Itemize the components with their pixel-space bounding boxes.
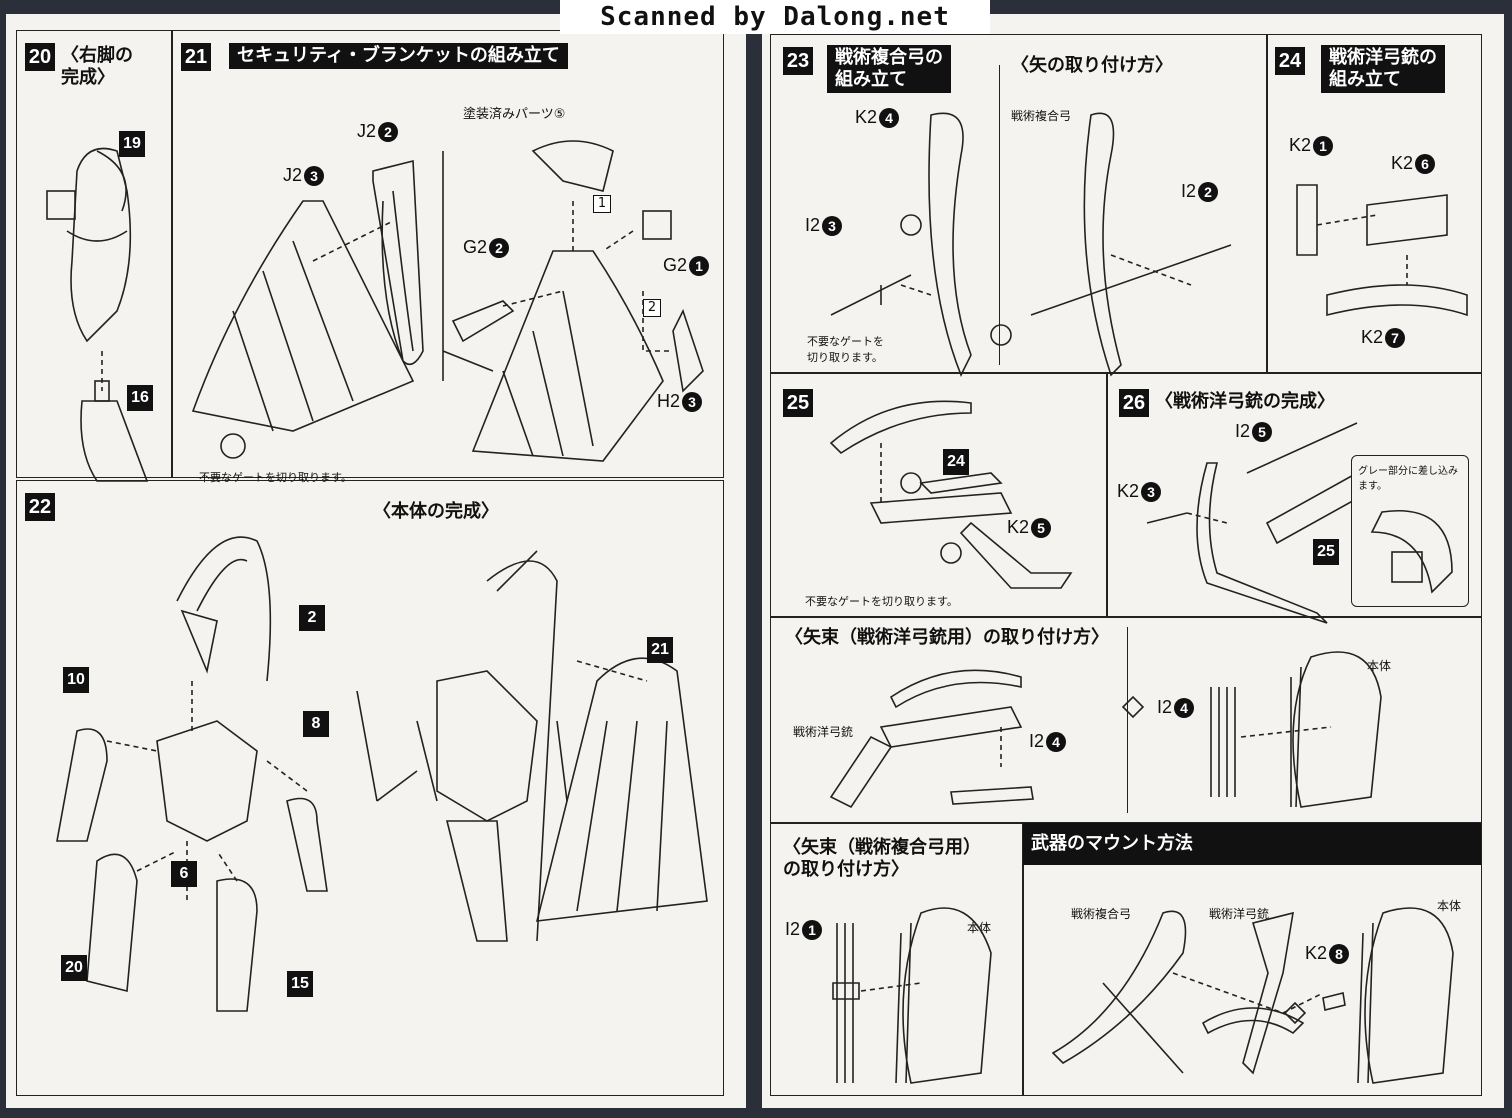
part-number-20: 20 [61,955,87,981]
weapon-mount-illustration [1051,907,1454,1084]
part-number-8: 8 [303,711,329,737]
part-number-16: 16 [127,385,153,411]
part-number-2: 2 [299,605,325,631]
step-number: 23 [783,47,813,75]
step-number: 24 [1275,47,1305,75]
crossbow-assembly-illustration [1296,184,1468,317]
step-number: 21 [181,43,211,71]
part-number-6: 6 [171,861,197,887]
order-marker-1: 1 [593,195,611,213]
step-20-panel: 20 〈右脚の 完成〉 19 16 [16,30,172,482]
step-number: 22 [25,493,55,521]
section-title: 〈矢束（戦術複合弓用） の取り付け方〉 [783,837,981,880]
callout-detail-illustration [1370,510,1453,594]
gate-note: 不要なゲートを切り取ります。 [805,595,958,608]
crossbow-label: 戦術洋弓銃 [793,725,854,739]
step-22-panel: 22 〈本体の完成〉 2 10 8 [16,480,724,1096]
step-title: セキュリティ・ブランケットの組み立て [229,43,568,69]
step-number: 25 [783,389,813,417]
part-number-25: 25 [1313,539,1339,565]
part-number-19: 19 [119,131,145,157]
crossbow-label: 戦術洋弓銃 [1209,907,1270,921]
painted-part-note: 塗装済みパーツ⑤ [463,107,566,122]
step-title: 〈本体の完成〉 [373,501,499,522]
arrow-attach-illustration [1030,112,1232,377]
bow-label: 戦術複合弓 [1071,907,1132,921]
body-label: 本体 [1437,899,1462,913]
order-marker-2: 2 [643,299,661,317]
quiver-crossbow-illustration [829,651,1382,809]
step-title: 戦術複合弓の 組み立て [827,45,951,93]
step-title: 戦術洋弓銃の 組み立て [1321,45,1445,93]
quiver-bow-illustration [832,907,992,1084]
part-number-15: 15 [287,971,313,997]
scan-banner: Scanned by Dalong.net [560,0,990,34]
divider [1127,627,1128,813]
part-number-24: 24 [943,449,969,475]
part-number-21: 21 [647,637,673,663]
crossbow-body-illustration [829,400,1073,589]
body-label: 本体 [1367,659,1392,673]
part-number-10: 10 [63,667,89,693]
arrow-attach-title: 〈矢の取り付け方〉 [1011,55,1173,76]
gate-note-split: 不要なゲートを 切り取ります。 [807,335,884,364]
step-number: 26 [1119,389,1149,417]
blanket-illustration [191,140,704,462]
right-leg-illustration [46,147,149,482]
section-title: 武器のマウント方法 [1023,823,1481,865]
section-title: 〈矢束（戦術洋弓銃用）の取り付け方〉 [785,627,1109,648]
left-page: 20 〈右脚の 完成〉 19 16 21 セキュリティ・ブランケットの組み立て … [6,14,746,1108]
step-title: 〈戦術洋弓銃の完成〉 [1155,391,1335,412]
crossbow-complete-illustration [1146,422,1369,624]
compound-bow-illustration [830,112,1012,377]
step-number: 20 [25,43,55,71]
body-assembly-illustration [56,536,708,1012]
callout-box: グレー部分に差し込み ます。 [1351,455,1469,607]
step-title: 〈右脚の 完成〉 [61,45,133,88]
bow-label: 戦術複合弓 [1011,109,1072,123]
callout-text: グレー部分に差し込み ます。 [1358,466,1458,492]
divider [999,65,1000,365]
